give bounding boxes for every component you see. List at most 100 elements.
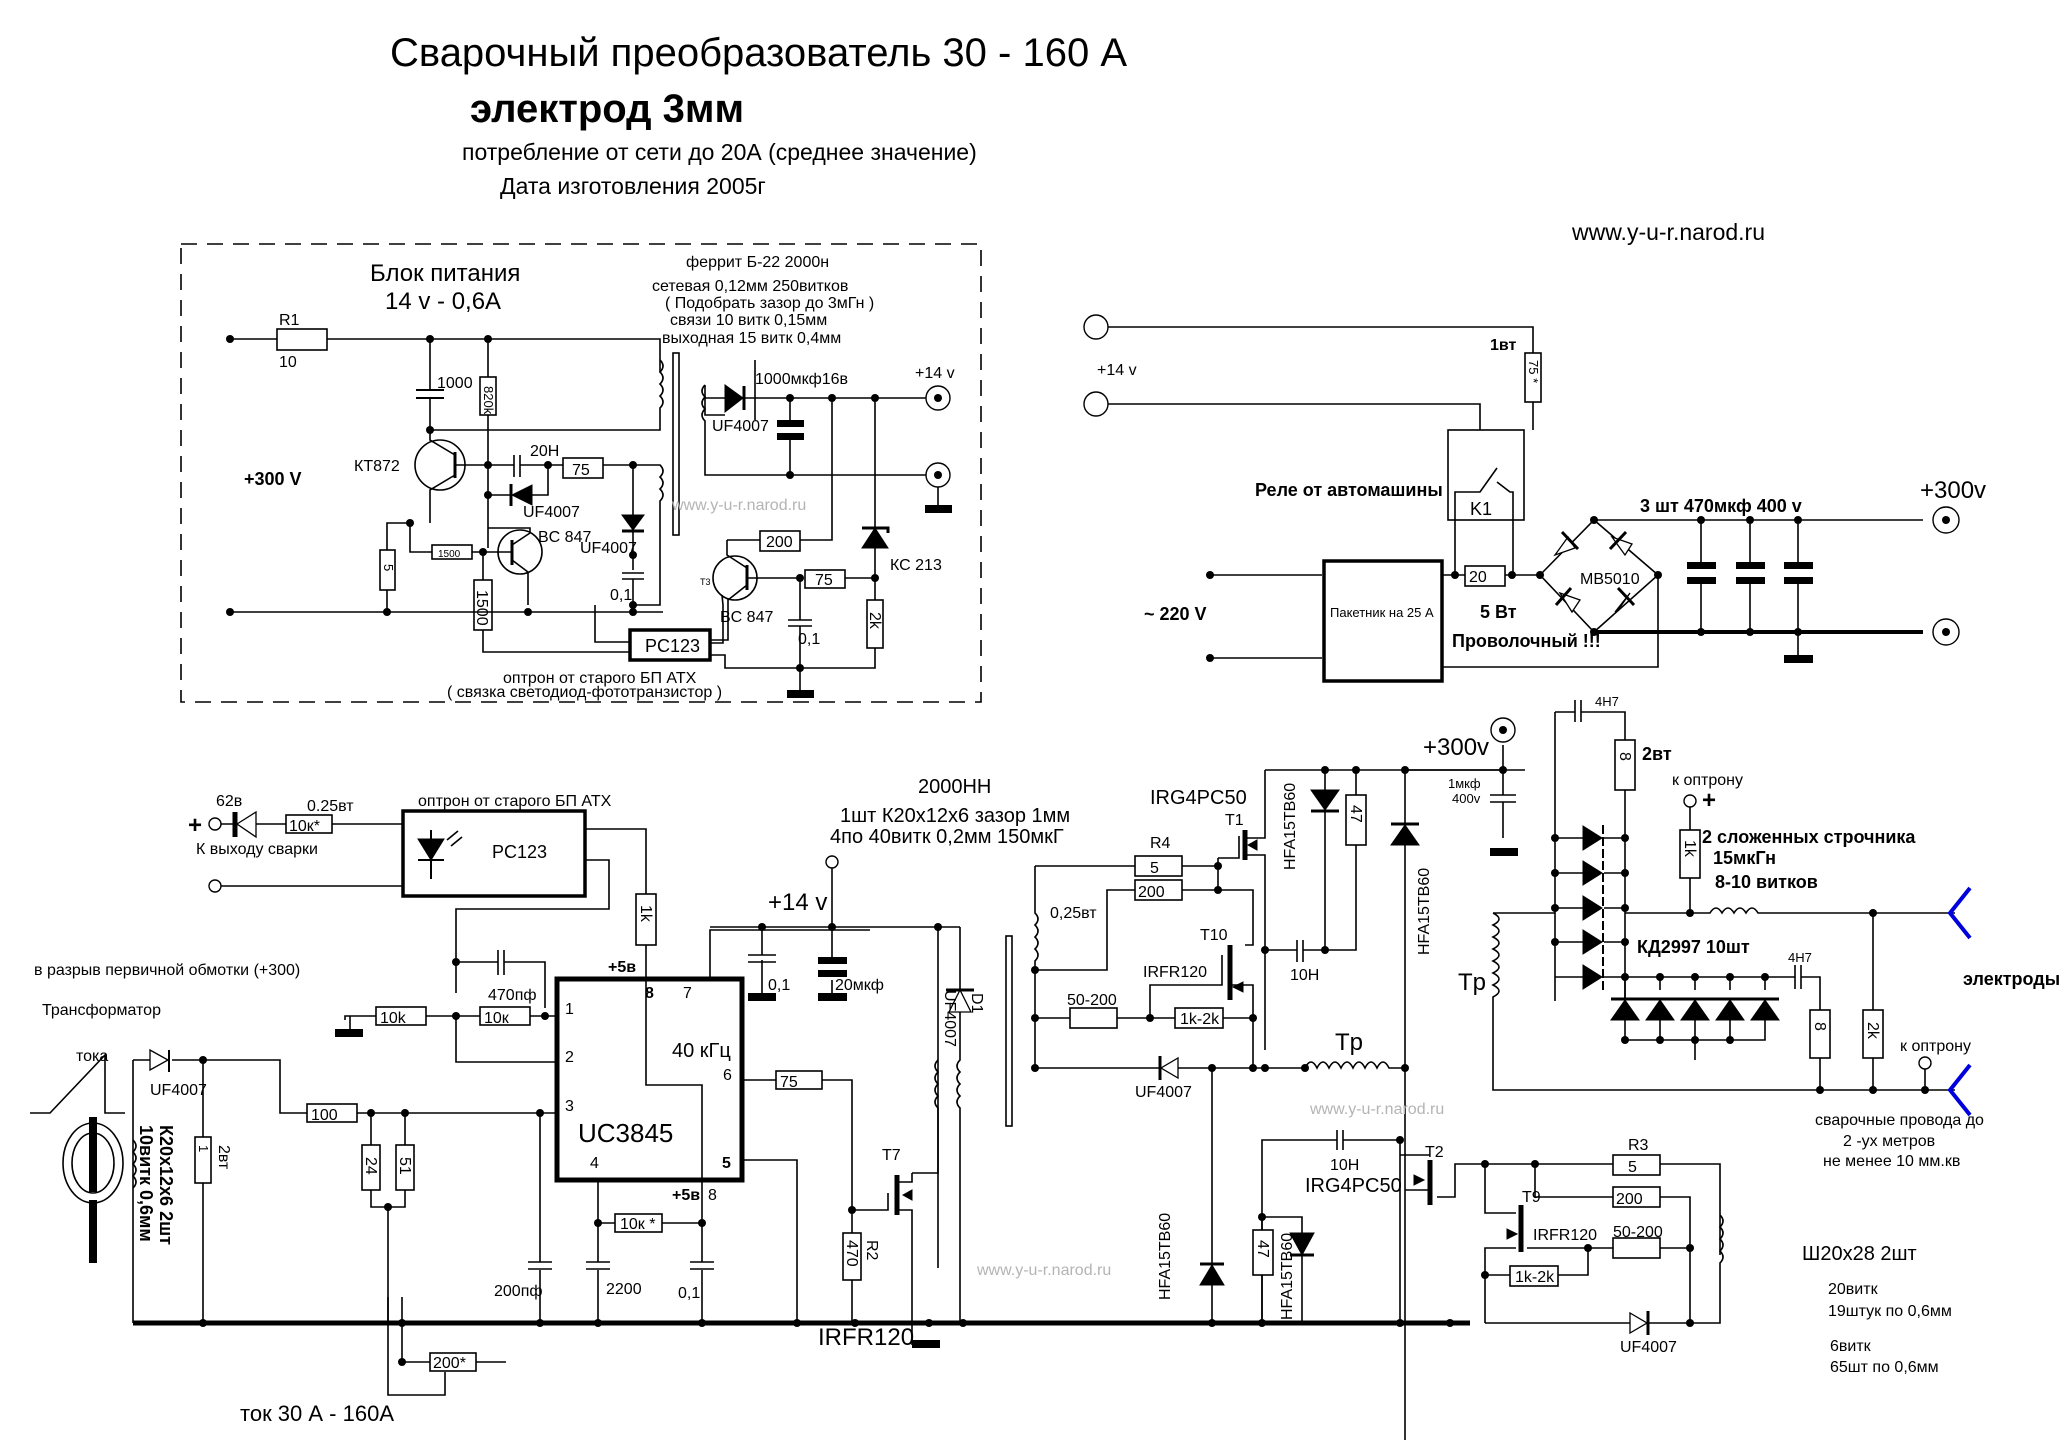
psu-input-label: +300 V — [244, 469, 302, 489]
r-1500v-label: 1500 — [473, 590, 490, 626]
resistor-200-low — [1612, 1186, 1661, 1208]
r-2k-out-label: 2k — [1864, 1022, 1881, 1040]
r-1-label: 1 — [196, 1145, 211, 1152]
electrode-plus-marker[interactable] — [1947, 886, 1972, 940]
r-50-200-low-label: 50-200 — [1613, 1224, 1663, 1241]
resistor-10k-a — [375, 1006, 427, 1026]
terminal-weld-plus — [208, 817, 222, 831]
zener-62-label: 62в — [216, 793, 242, 810]
breaker-box — [1322, 559, 1444, 683]
r-51-label: 51 — [396, 1157, 413, 1175]
psu-opto-note2: ( связка светодиод-фототранзистор ) — [447, 684, 722, 701]
resistor-75-drv — [775, 1070, 823, 1090]
resistor-2k-out — [1862, 1009, 1884, 1059]
electrodes-label: электроды — [1963, 969, 2060, 989]
r-10k-b-label: 10к — [484, 1010, 510, 1027]
watermark-1: www.y-u-r.narod.ru — [671, 497, 806, 514]
uf4007-a-label: UF4007 — [523, 504, 580, 521]
r-100-label: 100 — [311, 1107, 338, 1124]
bc847-a-label: BC 847 — [538, 529, 591, 546]
terminal-to-opto — [1918, 1056, 1932, 1070]
bulk-caps — [1687, 516, 1813, 663]
r1-label: R1 — [279, 312, 300, 329]
lower-part-label: IRG4PC50 — [1305, 1175, 1402, 1197]
lower-switch: 10Н T2 IRG4PC50 47 HFA15TB60 HFA15TB60 R… — [1157, 1130, 1724, 1356]
ferrite-note: феррит Б-22 2000н — [686, 254, 829, 271]
to-opto-plus-label: к оптрону — [1672, 772, 1743, 789]
r47-low-label: 47 — [1254, 1240, 1271, 1258]
upper-part-label: IRG4PC50 — [1150, 787, 1247, 809]
weld-output-label: К выходу сварки — [196, 841, 318, 858]
primary-winding — [430, 359, 664, 431]
resistor-1500h — [431, 544, 473, 560]
driver-section: 2000НН 1шт К20х12х6 зазор 1мм 4по 40витк… — [710, 776, 1070, 1351]
r3-value-label: 5 — [1628, 1159, 1637, 1176]
r2-label: R2 — [863, 1240, 880, 1261]
website-link[interactable]: www.y-u-r.narod.ru — [1571, 219, 1765, 245]
psu-out-plus14: +14 v — [915, 365, 955, 382]
subtitle: электрод 3мм — [470, 87, 744, 131]
choke-label3: 8-10 витков — [1715, 872, 1818, 892]
resistor-200star — [429, 1352, 477, 1372]
plus-weld-label: + — [188, 812, 202, 839]
plus300-label: +300v — [1920, 477, 1986, 504]
resistor-200 — [759, 530, 801, 552]
resistor-r3 — [1612, 1154, 1661, 1176]
ac-input-label: ~ 220 V — [1144, 604, 1207, 624]
rectifier-stack — [1551, 825, 1780, 1060]
r-50-200-up-label: 50-200 — [1067, 992, 1117, 1009]
primary-wire: 19штук по 0,6мм — [1828, 1303, 1952, 1320]
r-1-power-label: 2вт — [215, 1145, 232, 1170]
r-1k2k-up-label: 1k-2k — [1180, 1011, 1220, 1028]
r-025-up-label: 0,25вт — [1050, 905, 1097, 922]
driver-diode-label: UF4007 — [941, 990, 958, 1047]
c-470p-label: 470пф — [488, 987, 537, 1004]
core-label: Ш20х28 2шт — [1802, 1243, 1917, 1265]
r4-label: R4 — [1150, 835, 1171, 852]
resistor-8 — [1809, 1009, 1831, 1059]
r4-value-label: 5 — [1150, 860, 1159, 877]
bc847-b-label: BC 847 — [720, 609, 773, 626]
r1-value: 10 — [279, 354, 297, 371]
c-10n-up-label: 10Н — [1290, 967, 1319, 984]
c-20n-label: 20Н — [530, 443, 559, 460]
opto-note-control: оптрон от старого БП АТХ — [418, 793, 612, 810]
t10-label: T10 — [1200, 927, 1228, 944]
consumption-note: потребление от сети до 20А (среднее знач… — [462, 139, 977, 165]
cables-note1: сварочные провода до — [1815, 1112, 1984, 1129]
driver-core-spec: 1шт К20х12х6 зазор 1мм — [840, 805, 1070, 827]
to-opto-label: к оптрону — [1900, 1038, 1971, 1055]
rectifier-label: КД2997 10шт — [1637, 937, 1750, 957]
primary-turns: 20витк — [1828, 1281, 1879, 1298]
resistor-2k — [866, 599, 884, 649]
r8-label: 8 — [1811, 1022, 1828, 1031]
lower-diode-label: UF4007 — [1620, 1339, 1677, 1356]
resistor-20 — [1464, 565, 1506, 587]
c-200p-label: 200пф — [494, 1283, 543, 1300]
relay-k1-label: K1 — [1470, 499, 1492, 519]
t9-label: T9 — [1522, 1189, 1541, 1206]
r-025-label: 0.25вт — [307, 798, 354, 815]
pin8-label: 8 — [645, 985, 654, 1002]
plus5-top-label: +5в — [608, 959, 636, 976]
upper-tr-label: Tp — [1335, 1029, 1363, 1056]
resistor-10k-b — [479, 1006, 531, 1026]
breaker-label: Пакетник на 25 А — [1330, 605, 1434, 620]
r-20-power: 5 Вт — [1480, 602, 1517, 622]
caps-label: 3 шт 470мкф 400 v — [1640, 496, 1802, 516]
resistor-75star — [1524, 352, 1542, 403]
r-10kstar-b-label: 10к * — [620, 1216, 655, 1233]
r-75star-label: 75 * — [1526, 360, 1541, 383]
kt872-label: КТ872 — [354, 458, 400, 475]
r-1k2k-low-label: 1k-2k — [1515, 1269, 1555, 1286]
electrode-minus-marker[interactable] — [1947, 1063, 1972, 1117]
r200-up-label: 200 — [1138, 884, 1165, 901]
cables-note3: не менее 10 мм.кв — [1823, 1153, 1960, 1170]
t2-label: T2 — [1425, 1144, 1444, 1161]
output-tr-label: Tp — [1458, 969, 1486, 996]
driver-c20u-label: 20мкф — [835, 977, 884, 994]
mains-section: +14 v 1вт 75 * K1 Реле от автомашины ~ 2… — [1083, 314, 1986, 683]
uf4007-b-label: UF4007 — [580, 540, 637, 557]
pin6-label: 6 — [723, 1067, 732, 1084]
